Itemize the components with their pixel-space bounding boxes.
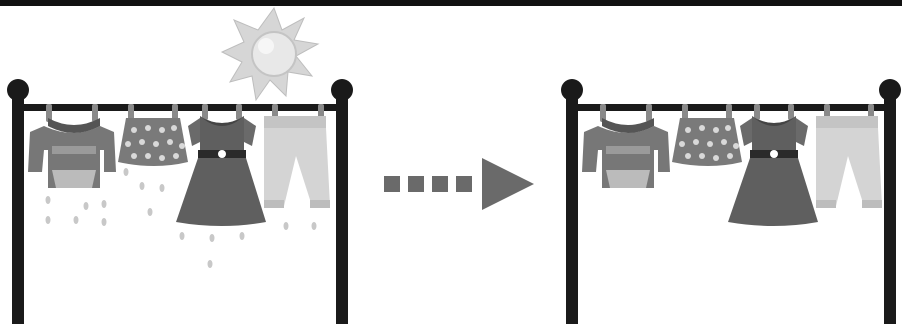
sun-icon xyxy=(222,8,318,100)
right-pole xyxy=(336,90,348,324)
hoodie xyxy=(582,118,670,188)
pole-knob-icon xyxy=(331,79,353,101)
dress xyxy=(176,116,266,226)
dress xyxy=(728,116,818,226)
polka-dot-skirt xyxy=(118,118,188,166)
left-pole xyxy=(12,90,24,324)
pants xyxy=(816,116,882,208)
pole-knob-icon xyxy=(879,79,901,101)
right-pole xyxy=(884,90,896,324)
pole-knob-icon xyxy=(7,79,29,101)
polka-dot-skirt xyxy=(672,118,742,166)
left-panel xyxy=(7,8,353,324)
top-border xyxy=(0,0,902,6)
pole-knob-icon xyxy=(561,79,583,101)
left-pole xyxy=(566,90,578,324)
clothes-line xyxy=(18,104,344,111)
hoodie xyxy=(28,118,116,188)
dashed-arrow-right-icon xyxy=(384,158,534,210)
clothes-line xyxy=(572,104,896,111)
pants xyxy=(264,116,330,208)
right-panel xyxy=(561,79,901,324)
